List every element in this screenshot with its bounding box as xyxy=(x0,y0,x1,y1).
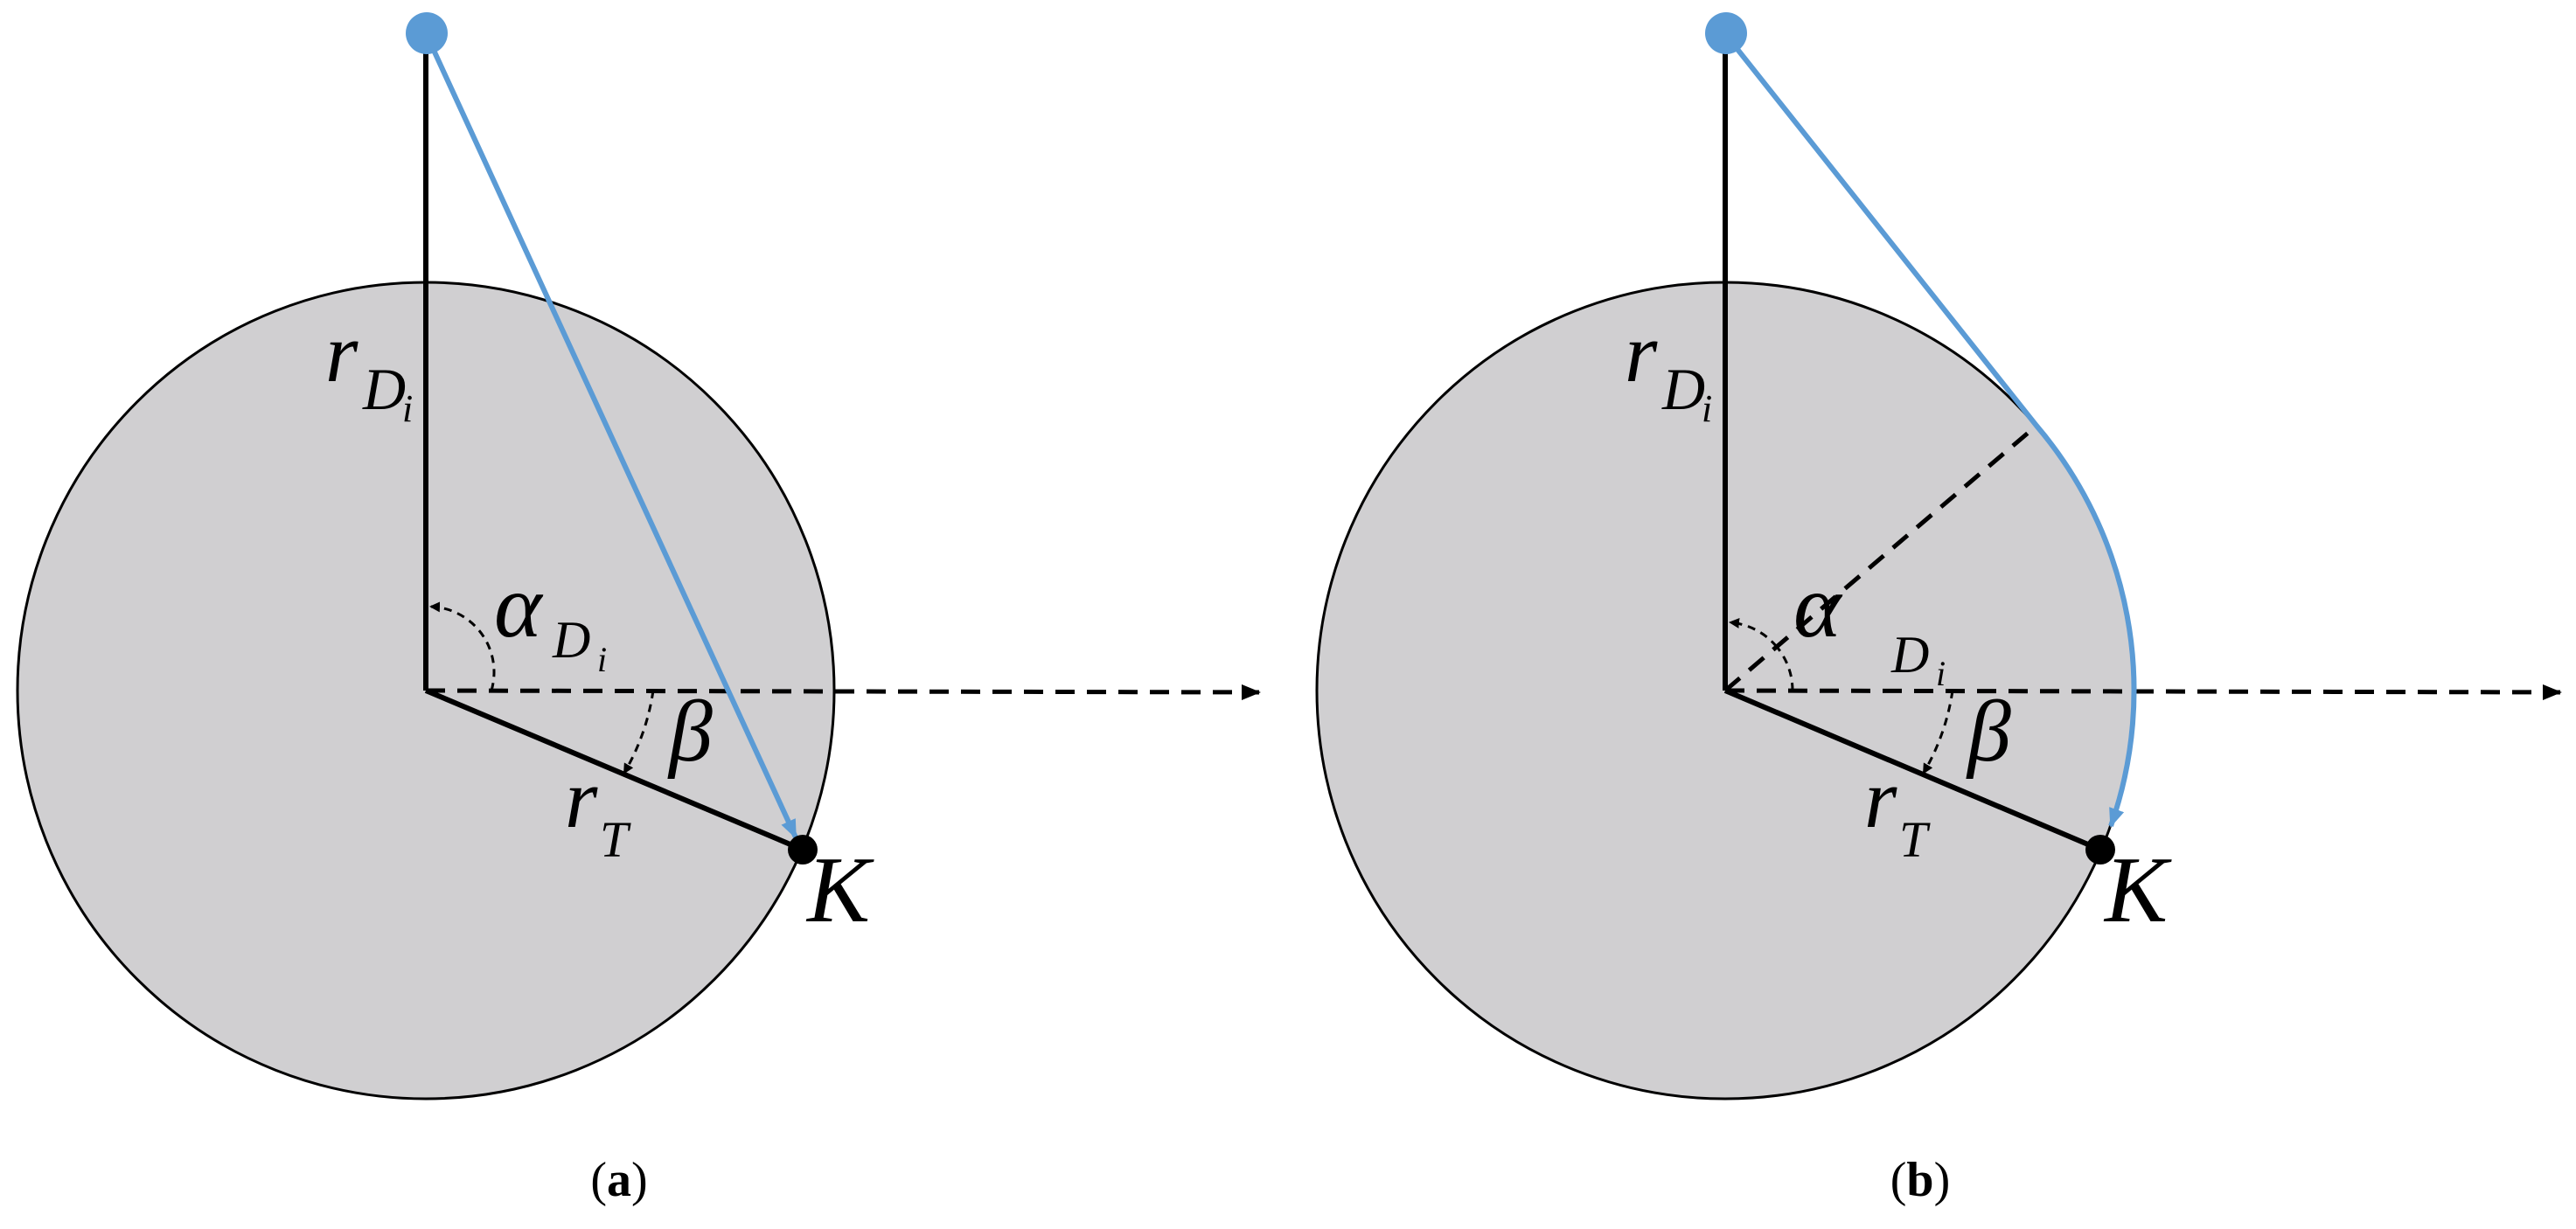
reference-axis xyxy=(1724,684,2562,700)
panel-a: r D i α D i β r T K (a) xyxy=(16,12,1261,1207)
alpha-angle-arc xyxy=(429,601,496,691)
beta-angle-arc xyxy=(1922,690,1954,774)
label-r-t: r T xyxy=(565,752,631,868)
label-k: K xyxy=(805,838,874,942)
point-k xyxy=(2085,835,2115,864)
label-r-di: r D i xyxy=(1625,306,1712,430)
caption-a: (a) xyxy=(590,1153,647,1207)
panel-b: r D i α D i β r T K (b) xyxy=(1315,12,2562,1207)
label-r-t: r T xyxy=(1864,752,1931,868)
label-alpha-di: α D i xyxy=(1793,556,1946,693)
start-point xyxy=(1705,12,1747,54)
reference-axis xyxy=(425,684,1261,700)
label-k: K xyxy=(2103,838,2172,942)
label-beta: β xyxy=(667,683,713,780)
alpha-angle-arc-lower xyxy=(1775,646,1794,691)
label-beta: β xyxy=(1966,683,2011,780)
radius-t-line xyxy=(424,688,804,852)
beta-angle-arc xyxy=(623,690,655,774)
start-point xyxy=(406,12,448,54)
radius-t-line xyxy=(1723,688,2102,852)
alpha-angle-arc xyxy=(1729,617,1779,648)
caption-b: (b) xyxy=(1890,1153,1950,1207)
straight-path xyxy=(424,33,798,839)
tangent-arc-path xyxy=(1723,33,2137,828)
label-alpha-di: α D i xyxy=(494,556,607,679)
label-r-di: r D i xyxy=(325,306,413,430)
point-k xyxy=(788,835,818,864)
